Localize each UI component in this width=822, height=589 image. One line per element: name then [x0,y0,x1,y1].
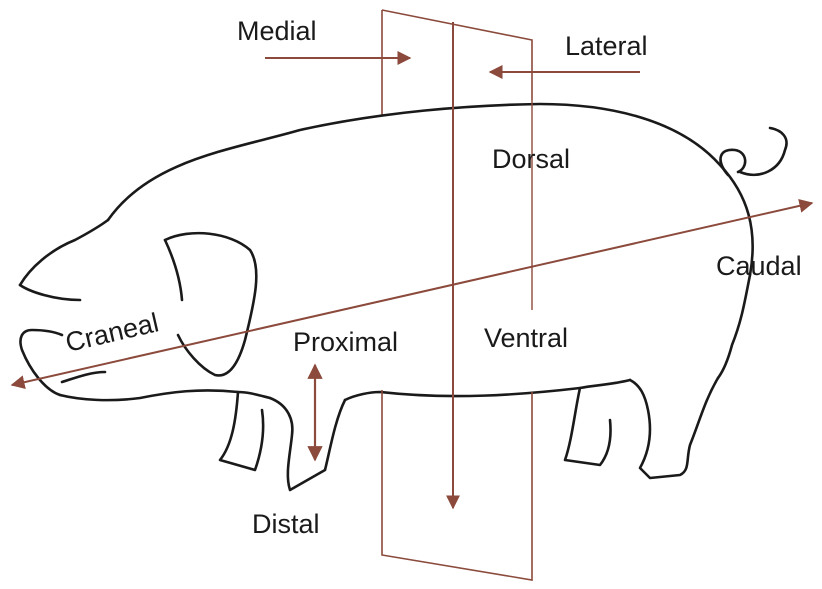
sagittal-plane-back [382,10,532,115]
pig-near-hind-leg [565,380,630,465]
craneal-caudal-axis-arrow [12,203,812,385]
pig-ear-inner [165,240,182,300]
pig-belly-line [345,388,580,400]
pig-tail [721,128,787,175]
pig-front-leg-near [270,398,345,490]
label-lateral: Lateral [565,31,648,61]
pig-front-leg-far [220,392,270,470]
pig-rump-line [718,275,750,378]
pig-mouth [62,372,105,382]
label-caudal: Caudal [716,251,802,281]
pig-chin-line [60,390,238,400]
label-medial: Medial [237,16,317,46]
label-dorsal: Dorsal [492,144,570,174]
pig-snout [20,330,62,395]
pig-rear-hind-leg [630,378,718,478]
pig-face-line [20,220,108,285]
pig-ear [165,233,256,375]
label-ventral: Ventral [484,323,568,353]
label-distal: Distal [252,509,320,539]
label-craneal: Craneal [63,307,162,358]
sagittal-plane-front [382,390,532,580]
pig-forehead [20,285,80,300]
label-proximal: Proximal [293,327,398,357]
pig-back-line [108,104,753,275]
